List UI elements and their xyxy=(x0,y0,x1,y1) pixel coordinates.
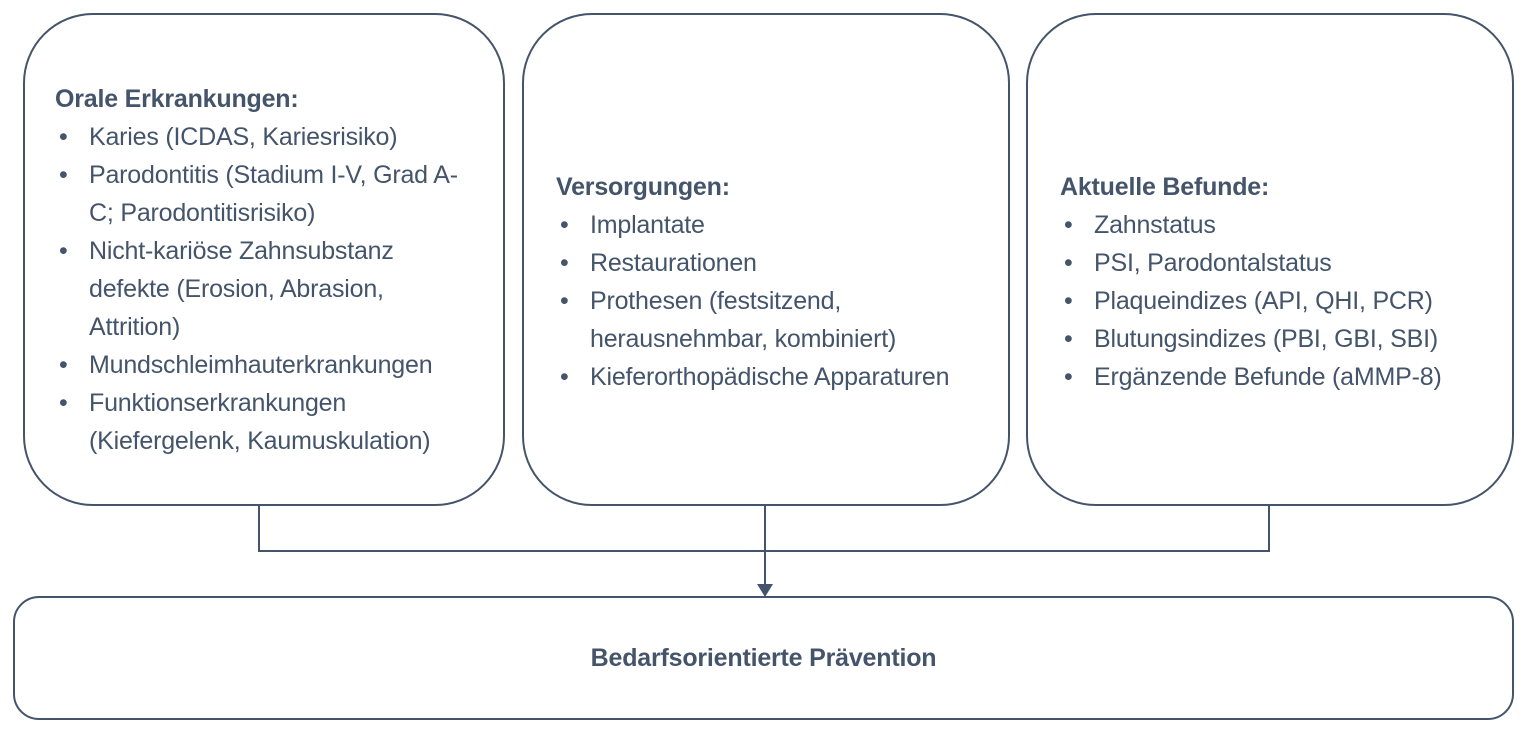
list-item: Plaqueindizes (API, QHI, PCR) xyxy=(1060,282,1482,320)
arrow-down-icon xyxy=(757,584,773,597)
connector-stub-right xyxy=(1268,504,1270,552)
list-item: PSI, Parodontalstatus xyxy=(1060,244,1482,282)
bullet-list: Karies (ICDAS, Kariesrisiko) Parodontiti… xyxy=(55,118,479,460)
list-item: Kieferorthopädische Apparaturen xyxy=(556,358,950,396)
list-item: Zahnstatus xyxy=(1060,206,1482,244)
box-versorgungen: Versorgungen: Implantate Restaurationen … xyxy=(522,13,1010,506)
list-item: Parodontitis (Stadium I-V, Grad A-C; Par… xyxy=(55,156,479,232)
connector-center-line xyxy=(764,506,766,585)
list-item: Karies (ICDAS, Kariesrisiko) xyxy=(55,118,479,156)
result-box: Bedarfsorientierte Prävention xyxy=(13,596,1514,720)
connector-stub-left xyxy=(258,504,260,552)
bullet-list: Implantate Restaurationen Prothesen (fes… xyxy=(556,206,978,396)
result-label: Bedarfsorientierte Prävention xyxy=(590,643,937,672)
box-title: Aktuelle Befunde: xyxy=(1060,172,1270,201)
box-title: Versorgungen: xyxy=(556,172,730,201)
list-item: Implantate xyxy=(556,206,950,244)
list-item: Nicht-kariöse Zahnsubstanz defekte (Eros… xyxy=(55,232,479,346)
list-item: Prothesen (festsitzend, herausnehmbar, k… xyxy=(556,282,950,358)
list-item: Mundschleimhauterkrankungen xyxy=(55,346,479,384)
list-item: Restaurationen xyxy=(556,244,950,282)
list-item: Funktionserkrankungen (Kiefergelenk, Kau… xyxy=(55,384,479,460)
list-item: Blutungsindizes (PBI, GBI, SBI) xyxy=(1060,320,1482,358)
box-orale-erkrankungen: Orale Erkrankungen: Karies (ICDAS, Karie… xyxy=(23,13,505,506)
list-item: Ergänzende Befunde (aMMP-8) xyxy=(1060,358,1482,396)
bullet-list: Zahnstatus PSI, Parodontalstatus Plaquei… xyxy=(1060,206,1482,396)
box-title: Orale Erkrankungen: xyxy=(55,84,299,113)
box-aktuelle-befunde: Aktuelle Befunde: Zahnstatus PSI, Parodo… xyxy=(1026,13,1514,506)
